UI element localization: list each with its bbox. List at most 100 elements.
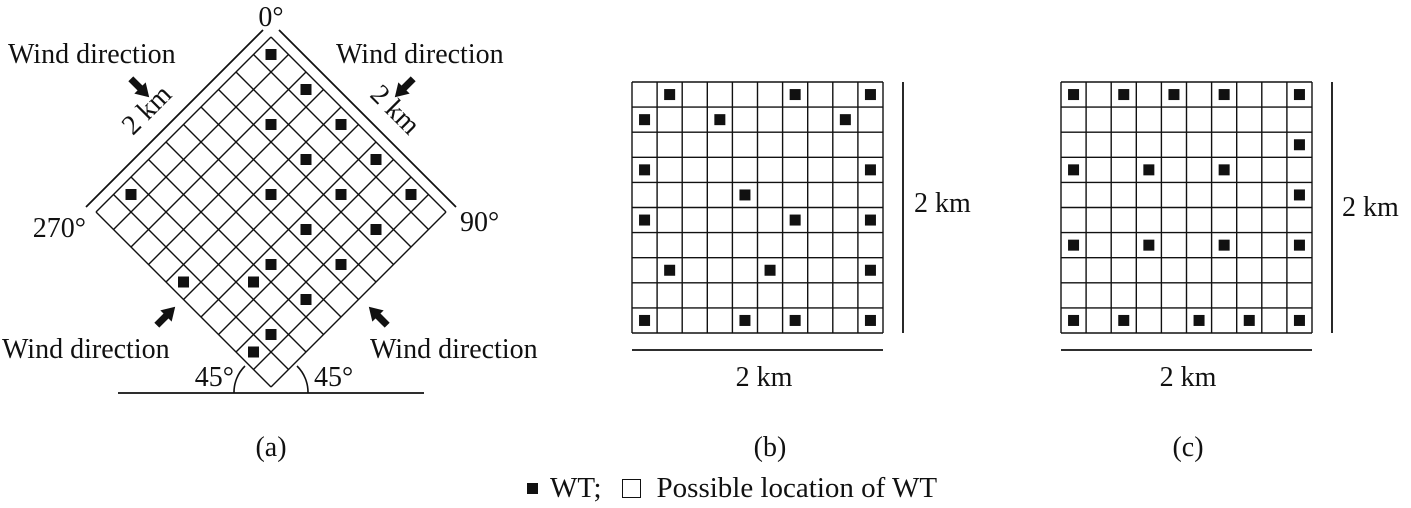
- wind-arrow-icon: [394, 76, 416, 98]
- wind-turbine-marker: [1218, 89, 1230, 101]
- wind-label-bottom-right: Wind direction: [370, 334, 538, 365]
- grid-line: [165, 141, 342, 318]
- wind-turbine-marker: [789, 89, 801, 101]
- wind-turbine-marker: [1143, 164, 1155, 176]
- wind-turbine-marker: [1168, 89, 1180, 101]
- wind-turbine-marker: [370, 154, 382, 165]
- grid-line: [218, 159, 394, 335]
- wind-turbine-marker: [1143, 239, 1155, 251]
- wind-turbine-marker: [265, 259, 277, 270]
- wind-turbine-marker: [1193, 314, 1205, 326]
- panel-a-angle-arc-right: [296, 365, 309, 394]
- caption-a: (a): [255, 432, 286, 463]
- grid-line: [270, 211, 447, 388]
- wind-turbine-marker: [1293, 314, 1305, 326]
- wind-turbine-marker: [764, 264, 776, 276]
- wind-turbine-marker: [1118, 314, 1130, 326]
- wind-turbine-marker: [125, 189, 137, 200]
- wind-turbine-marker: [178, 276, 189, 288]
- panel-a-layout: 0° 270° 90° 45° 45° Wind direction Wind …: [2, 2, 538, 463]
- grid-line: [148, 159, 324, 335]
- wind-turbine-marker: [1293, 239, 1305, 251]
- legend: WT; Possible location of WT: [527, 470, 937, 506]
- wind-turbine-marker: [1218, 239, 1230, 251]
- wind-turbine-marker: [864, 314, 876, 326]
- wind-turbine-marker: [335, 259, 347, 270]
- panel-b-layout: 2 km 2 km (b): [631, 81, 971, 463]
- side-label-left: 2 km: [116, 79, 178, 141]
- grid-line: [235, 176, 412, 353]
- wind-turbine-marker: [1068, 314, 1080, 326]
- legend-possible-location-label: Possible location of WT: [656, 471, 938, 504]
- wind-turbine-marker: [1118, 89, 1130, 101]
- panel-b-label-bottom: 2 km: [736, 362, 793, 393]
- wind-arrow-icon: [128, 76, 150, 98]
- wind-turbine-marker: [370, 224, 382, 235]
- angle-label-bottom-right: 45°: [314, 362, 353, 393]
- wind-turbine-marker: [300, 84, 312, 95]
- wind-turbine-marker: [265, 329, 277, 340]
- grid-line: [200, 141, 377, 318]
- wind-turbine-marker: [300, 224, 312, 235]
- grid-line: [95, 211, 272, 388]
- wind-turbine-marker: [664, 89, 676, 101]
- wind-label-top-left: Wind direction: [8, 39, 176, 70]
- panel-b-turbines: [639, 89, 876, 326]
- grid-line: [130, 176, 307, 353]
- wind-turbine-marker: [739, 189, 751, 201]
- wind-turbine-marker: [335, 189, 347, 200]
- panel-c-layout: 2 km 2 km (c): [1060, 81, 1399, 463]
- wind-turbine-marker: [864, 164, 876, 176]
- wind-turbine-marker: [639, 314, 651, 326]
- angle-label-right: 90°: [460, 207, 499, 238]
- panel-c-label-bottom: 2 km: [1160, 362, 1217, 393]
- caption-c: (c): [1172, 432, 1203, 463]
- wind-turbine-marker: [265, 119, 277, 130]
- wind-turbine-marker: [739, 314, 751, 326]
- grid-line: [253, 194, 429, 370]
- panel-c-grid: [1060, 81, 1313, 334]
- wind-turbine-marker: [1218, 164, 1230, 176]
- wind-turbine-marker: [639, 164, 651, 176]
- angle-label-left: 270°: [33, 213, 86, 244]
- wind-turbine-marker: [1243, 314, 1255, 326]
- wind-turbine-marker: [714, 114, 726, 126]
- wind-turbine-marker: [1068, 89, 1080, 101]
- panel-a-turbines: [125, 49, 417, 358]
- wind-turbine-marker: [300, 294, 312, 305]
- wind-turbine-marker: [265, 49, 277, 60]
- wind-turbine-marker: [664, 264, 676, 276]
- filled-square-icon: [527, 482, 538, 494]
- angle-label-top: 0°: [258, 2, 283, 33]
- wind-turbine-marker: [1068, 239, 1080, 251]
- wind-turbine-marker: [1293, 89, 1305, 101]
- wind-turbine-marker: [1293, 139, 1305, 151]
- wind-turbine-marker: [1068, 164, 1080, 176]
- wind-turbine-marker: [789, 314, 801, 326]
- panel-a-grid: [95, 36, 447, 388]
- panel-b-grid: [631, 81, 884, 334]
- grid-line: [113, 194, 289, 370]
- wind-turbine-marker: [265, 189, 277, 200]
- empty-square-icon: [621, 478, 641, 498]
- wind-turbine-marker: [335, 119, 347, 130]
- wind-turbine-marker: [839, 114, 851, 126]
- panel-c-turbines: [1068, 89, 1305, 326]
- wind-turbine-marker: [864, 89, 876, 101]
- wind-turbine-marker: [1293, 189, 1305, 201]
- wind-turbine-marker: [405, 189, 417, 200]
- wind-turbine-marker: [639, 214, 651, 226]
- wind-turbine-marker: [300, 154, 312, 165]
- panel-c-label-right: 2 km: [1342, 192, 1399, 223]
- side-label-right: 2 km: [364, 79, 426, 141]
- legend-wt-label: WT;: [550, 471, 602, 504]
- wind-turbine-marker: [248, 346, 259, 358]
- caption-b: (b): [754, 432, 787, 463]
- angle-label-bottom-left: 45°: [195, 362, 234, 393]
- panel-b-label-right: 2 km: [914, 188, 971, 219]
- grid-line: [183, 124, 359, 300]
- wind-turbine-marker: [248, 276, 259, 288]
- wind-turbine-marker: [789, 214, 801, 226]
- panel-a-angle-arc-left: [233, 365, 246, 394]
